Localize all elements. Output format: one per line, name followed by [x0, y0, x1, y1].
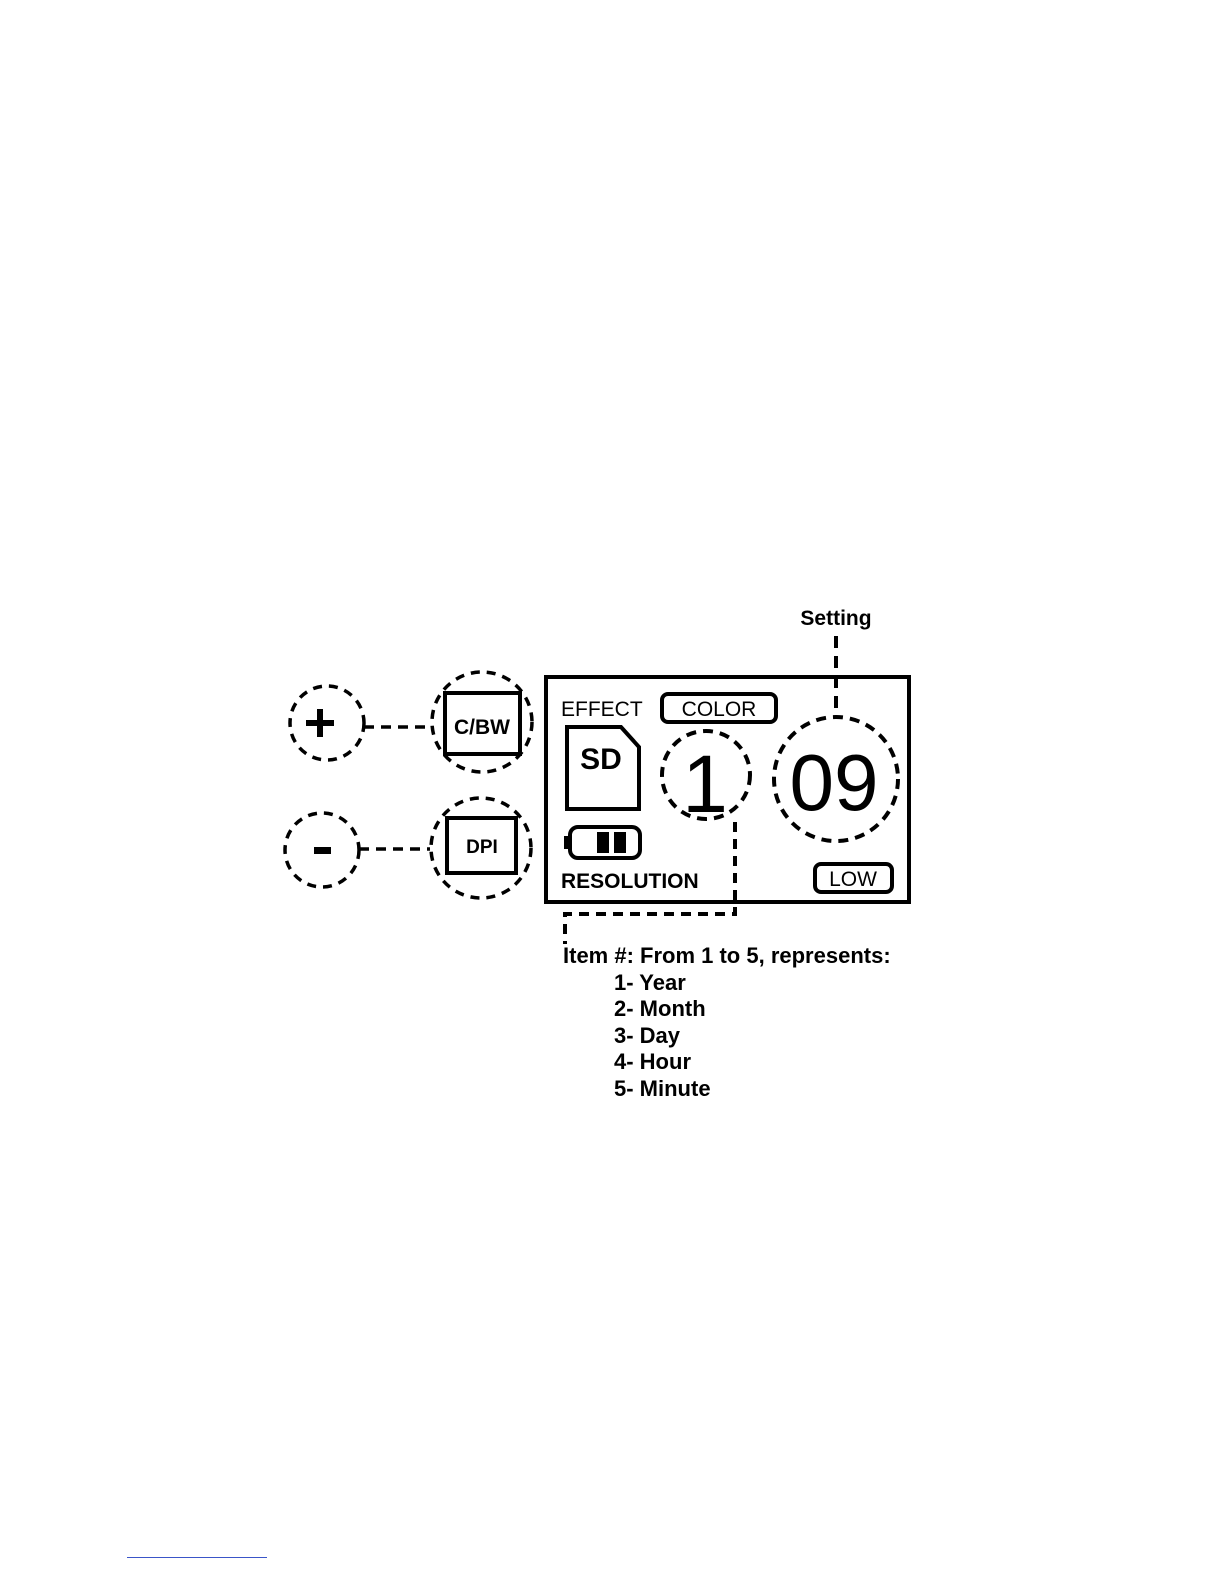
legend-list: 1- Year 2- Month 3- Day 4- Hour 5- Minut… — [563, 970, 891, 1103]
plus-button[interactable]: + — [290, 686, 364, 760]
setting-label: Setting — [800, 607, 871, 630]
battery-bar-1 — [597, 832, 609, 853]
dpi-button[interactable]: DPI — [431, 798, 531, 898]
setting-value: 09 — [790, 738, 879, 827]
low-badge: LOW — [829, 868, 877, 891]
footnote-rule — [127, 1557, 267, 1558]
legend-item-minute: 5- Minute — [614, 1076, 891, 1103]
legend-item-day: 3- Day — [614, 1023, 891, 1050]
resolution-label: RESOLUTION — [561, 870, 699, 893]
sd-card-label: SD — [580, 743, 622, 776]
plus-symbol: + — [327, 736, 328, 738]
cbw-button[interactable]: C/BW — [432, 672, 532, 772]
item-number: 1 — [682, 739, 728, 830]
effect-label: EFFECT — [561, 698, 643, 721]
cbw-button-label: C/BW — [454, 716, 510, 739]
dpi-button-label: DPI — [466, 837, 498, 858]
minus-button[interactable]: - — [285, 813, 359, 887]
legend-item-hour: 4- Hour — [614, 1049, 891, 1076]
minus-icon — [314, 847, 331, 854]
legend-item-month: 2- Month — [614, 996, 891, 1023]
legend-heading: Item #: From 1 to 5, represents: — [563, 943, 891, 970]
battery-terminal — [564, 836, 571, 849]
plus-icon — [306, 709, 334, 737]
battery-icon — [564, 827, 640, 858]
color-badge: COLOR — [682, 698, 757, 721]
minus-symbol: - — [322, 859, 323, 861]
item-legend: Item #: From 1 to 5, represents: 1- Year… — [563, 943, 891, 1102]
battery-bar-2 — [614, 832, 626, 853]
legend-item-year: 1- Year — [614, 970, 891, 997]
